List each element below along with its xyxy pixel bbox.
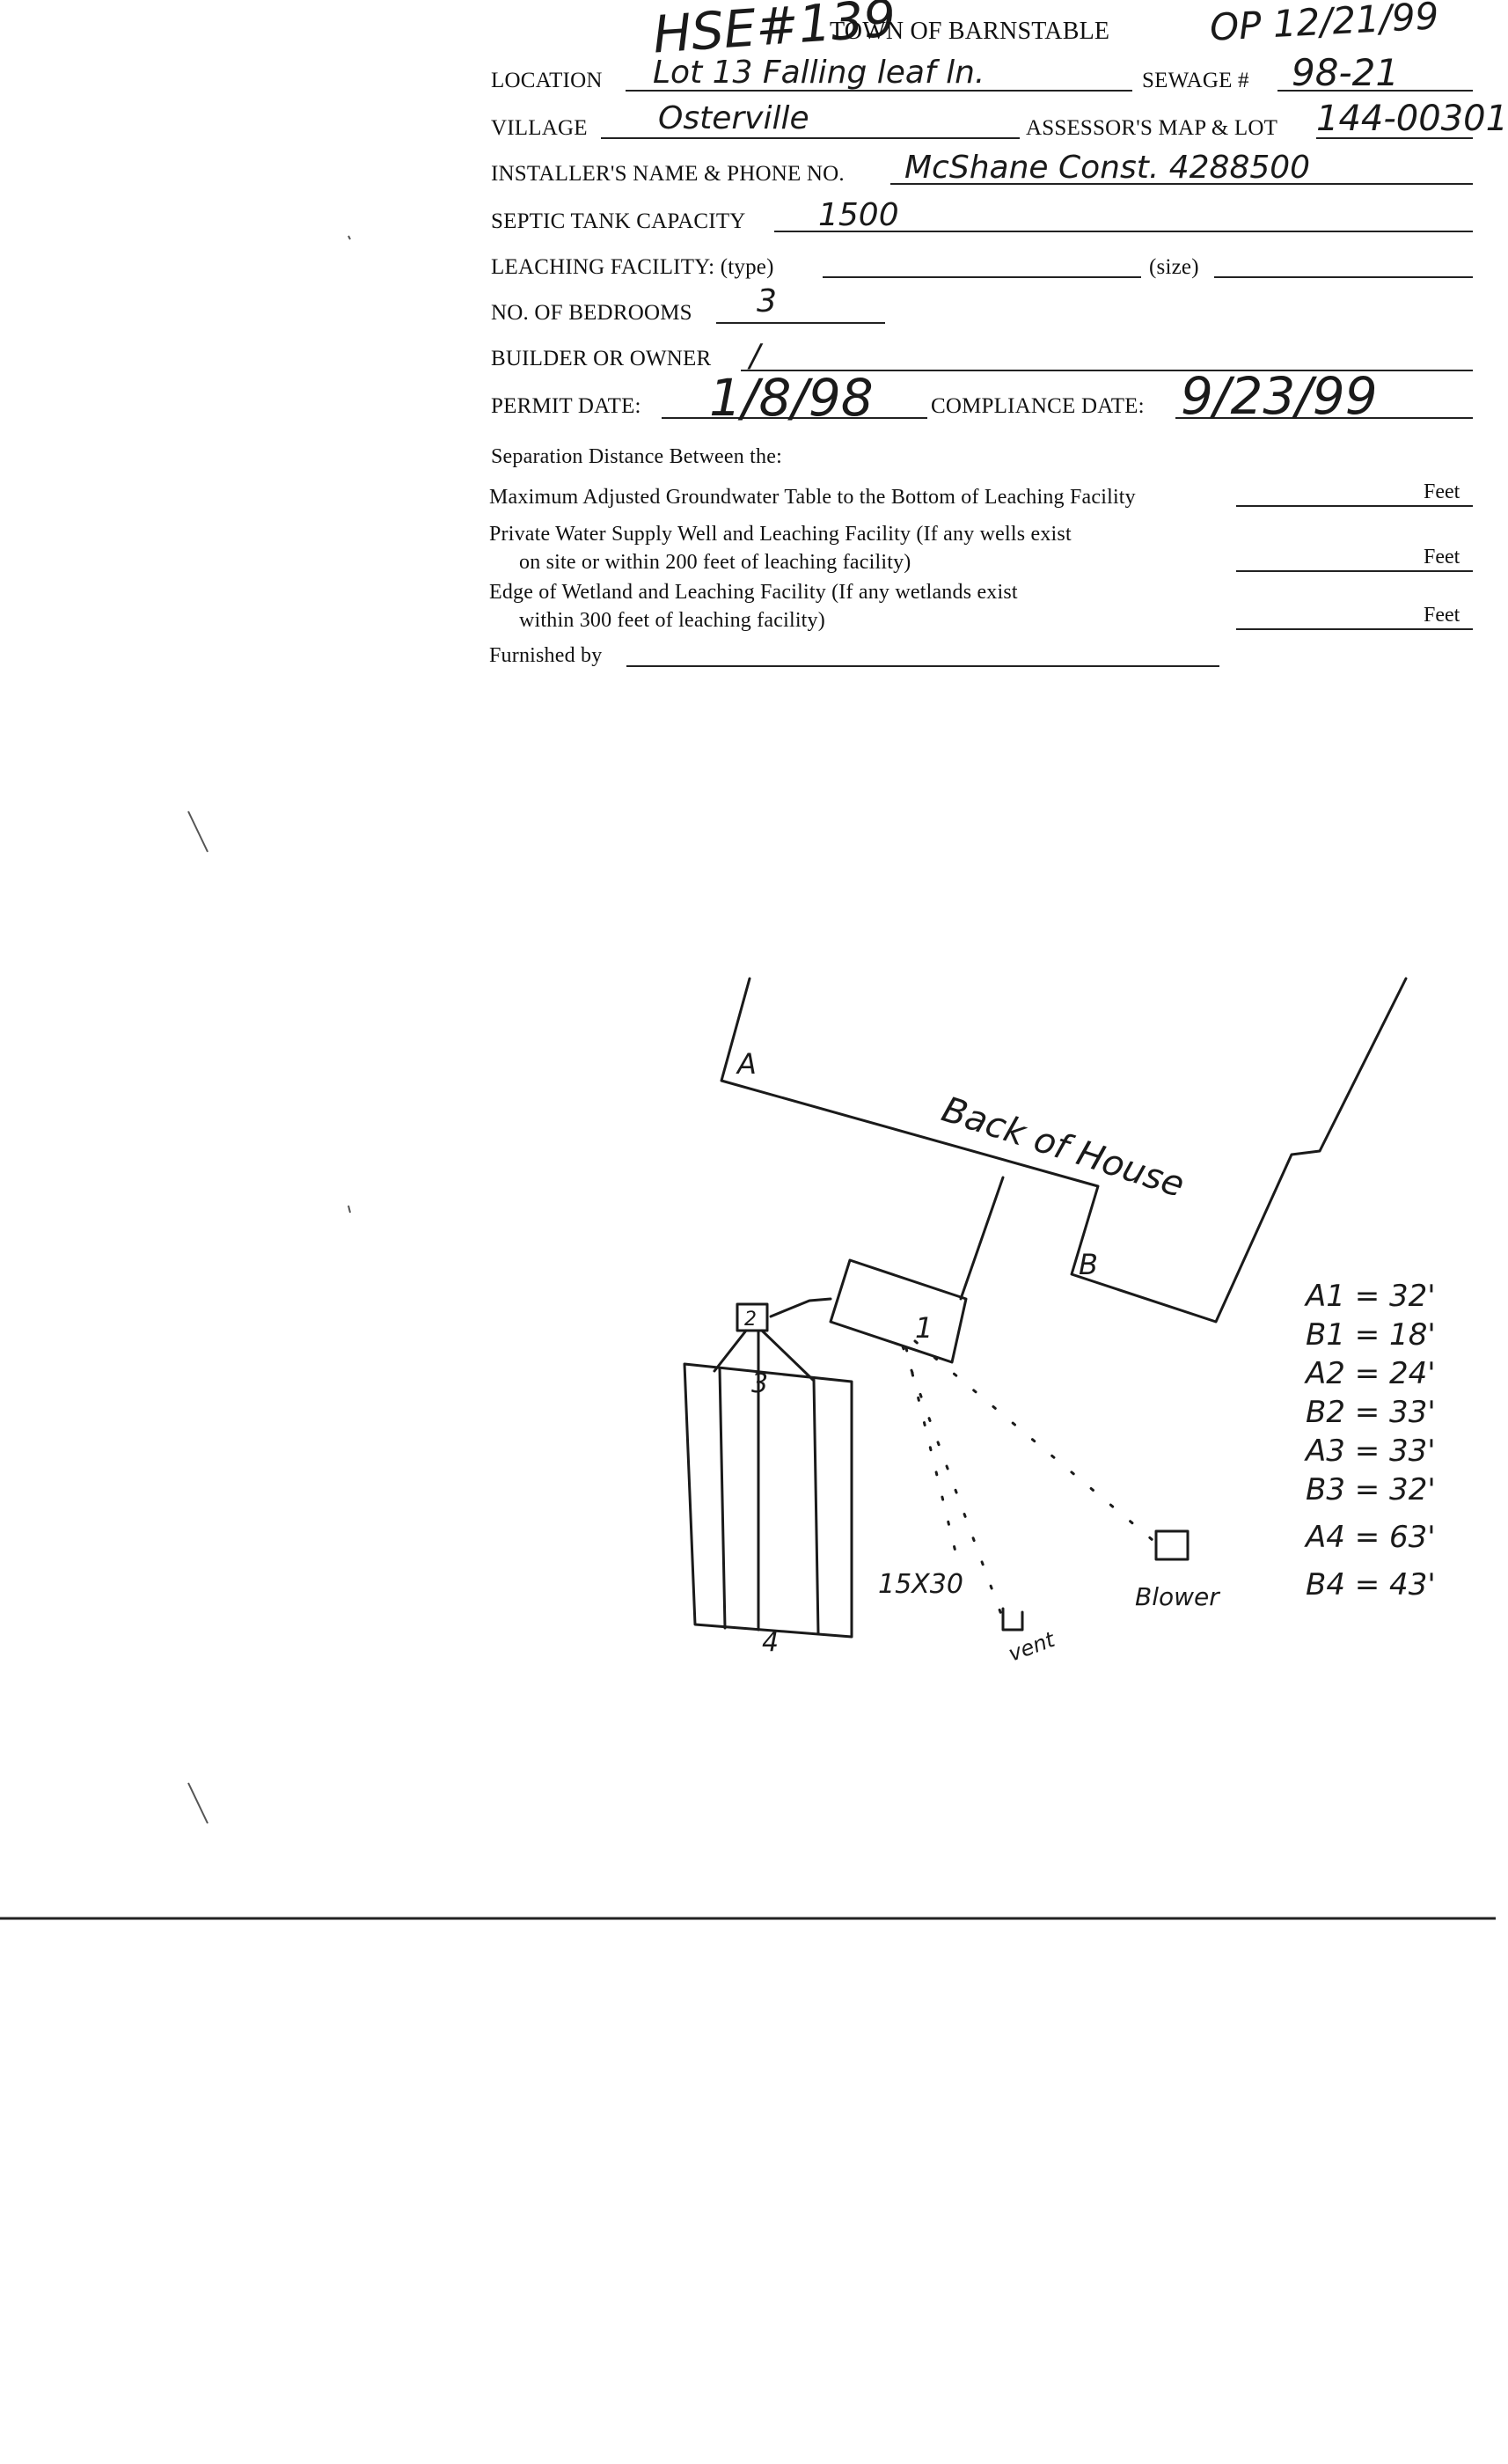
field-size: 15X30 — [878, 1569, 963, 1600]
installer-line — [890, 183, 1473, 185]
tank-label: 1 — [915, 1311, 933, 1345]
measurement-a4: A4 = 63' — [1304, 1520, 1436, 1555]
measurement-a2: A2 = 24' — [1304, 1356, 1436, 1391]
vent-label: vent — [1005, 1626, 1058, 1666]
pipe-to-dbox — [769, 1297, 832, 1318]
measurements-list: A1 = 32' B1 = 18' A2 = 24' B2 = 33' A3 =… — [1304, 1279, 1436, 1602]
compliance-line — [1175, 417, 1473, 419]
wetland-line — [1236, 628, 1473, 630]
separation-row-wetland-2: within 300 feet of leaching facility) — [519, 609, 825, 632]
well-line — [1236, 570, 1473, 572]
separation-row-groundwater: Maximum Adjusted Groundwater Table to th… — [489, 486, 1136, 509]
leaching-size-label: (size) — [1149, 255, 1199, 279]
permit-label: PERMIT DATE: — [491, 394, 641, 418]
dotted-line-field — [904, 1346, 961, 1568]
location-value: Lot 13 Falling leaf ln. — [653, 55, 985, 91]
separation-row-well-2: on site or within 200 feet of leaching f… — [519, 551, 911, 574]
town-title: TOWN OF BARNSTABLE — [830, 18, 1110, 45]
groundwater-unit: Feet — [1424, 480, 1460, 503]
dotted-line-blower — [913, 1339, 1154, 1542]
house-outline — [720, 977, 1408, 1324]
leaching-field — [683, 1362, 853, 1639]
bedrooms-value: 3 — [757, 283, 777, 319]
bedrooms-label: NO. OF BEDROOMS — [491, 301, 692, 325]
village-value: Osterville — [658, 100, 809, 136]
leach-trench-1 — [718, 1368, 727, 1630]
well-unit: Feet — [1424, 546, 1460, 568]
dbox-label: 2 — [744, 1309, 757, 1331]
measurement-a3: A3 = 33' — [1304, 1434, 1436, 1469]
village-label: VILLAGE — [491, 116, 588, 140]
separation-row-wetland-1: Edge of Wetland and Leaching Facility (I… — [489, 581, 1018, 604]
leaching-type-line — [823, 276, 1141, 278]
scan-mark-1 — [187, 810, 209, 853]
furnished-label: Furnished by — [489, 644, 603, 667]
installer-label: INSTALLER'S NAME & PHONE NO. — [491, 162, 845, 186]
compliance-value: 9/23/99 — [1181, 366, 1378, 426]
septic-label: SEPTIC TANK CAPACITY — [491, 209, 746, 233]
septic-line — [774, 231, 1473, 232]
sewage-label: SEWAGE # — [1142, 69, 1249, 92]
corner-b: B — [1079, 1248, 1098, 1281]
vent-symbol — [1001, 1607, 1024, 1632]
location-line — [626, 90, 1132, 92]
separation-row-well-1: Private Water Supply Well and Leaching F… — [489, 523, 1072, 546]
builder-line — [741, 370, 1473, 371]
leaching-label: LEACHING FACILITY: (type) — [491, 255, 774, 279]
house-label: Back of House — [937, 1089, 1190, 1206]
scan-mark-4 — [348, 1205, 351, 1214]
permit-value: 1/8/98 — [709, 368, 874, 428]
assessor-value: 144-00301 — [1316, 99, 1508, 139]
sewage-value: 98-21 — [1292, 51, 1400, 94]
leach-trench-3 — [812, 1378, 820, 1635]
distribution-box — [736, 1302, 769, 1332]
installer-value: McShane Const. 4288500 — [904, 150, 1311, 186]
measurement-b3: B3 = 32' — [1306, 1472, 1436, 1507]
compliance-label: COMPLIANCE DATE: — [931, 394, 1145, 418]
scan-mark-3 — [348, 235, 351, 240]
measurement-a1: A1 = 32' — [1304, 1279, 1436, 1314]
septic-tank — [829, 1258, 968, 1364]
sewage-line — [1277, 90, 1473, 92]
blower-box — [1154, 1529, 1190, 1561]
measurement-b2: B2 = 33' — [1306, 1395, 1436, 1430]
wetland-unit: Feet — [1424, 604, 1460, 627]
pipe-to-tank — [959, 1176, 1005, 1301]
dbox-lateral-2 — [713, 1329, 748, 1373]
septic-value: 1500 — [818, 197, 899, 233]
groundwater-line — [1236, 505, 1473, 507]
assessor-label: ASSESSOR'S MAP & LOT — [1026, 116, 1278, 140]
assessor-line — [1316, 137, 1473, 139]
village-line — [601, 137, 1020, 139]
corner-a: A — [736, 1047, 757, 1081]
leaching-size-line — [1214, 276, 1473, 278]
furnished-line — [626, 665, 1219, 667]
builder-label: BUILDER OR OWNER — [491, 347, 712, 370]
measurement-b1: B1 = 18' — [1306, 1317, 1436, 1353]
dbox-lateral — [760, 1329, 815, 1382]
scan-mark-2 — [187, 1782, 209, 1824]
builder-value: / — [750, 338, 761, 374]
separation-heading: Separation Distance Between the: — [491, 445, 782, 468]
permit-line — [662, 417, 927, 419]
blower-label: Blower — [1135, 1582, 1220, 1611]
location-label: LOCATION — [491, 69, 603, 92]
field-label-3: 3 — [751, 1368, 768, 1399]
bedrooms-line — [716, 322, 885, 324]
field-label-4: 4 — [762, 1627, 779, 1658]
measurement-b4: B4 = 43' — [1306, 1567, 1436, 1602]
